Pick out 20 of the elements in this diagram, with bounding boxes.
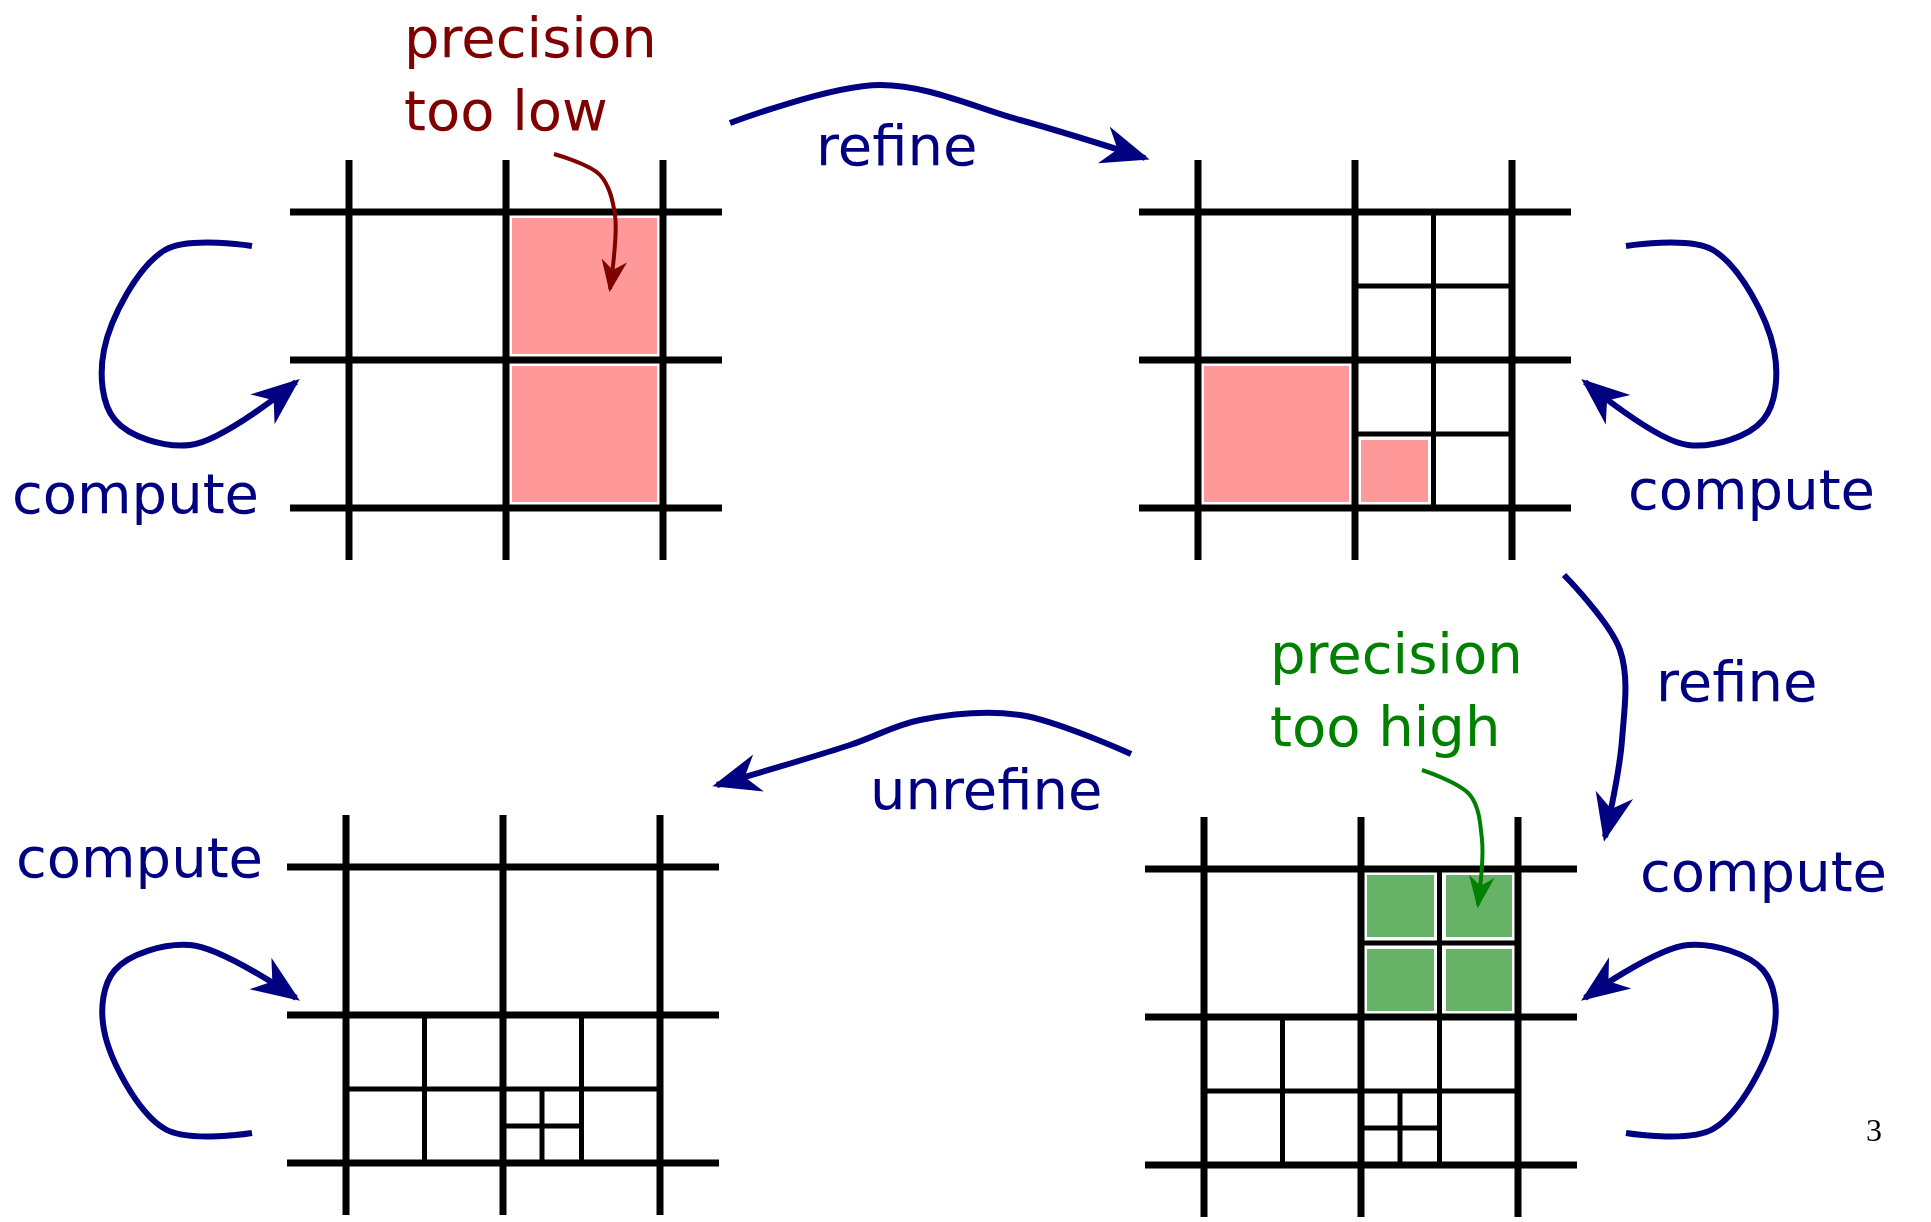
highlighted-cell — [1443, 947, 1514, 1013]
highlighted-cell — [510, 216, 659, 356]
annotation-text: precision too low — [404, 4, 658, 145]
leader-line — [553, 152, 627, 293]
page-number: 3 — [1866, 1112, 1882, 1149]
curved-arrow — [1581, 941, 1779, 1140]
leader-line — [1421, 768, 1495, 909]
highlighted-cell — [1365, 873, 1436, 939]
curved-arrow — [712, 709, 1133, 792]
highlighted-cell — [1202, 364, 1351, 504]
curved-arrow — [1581, 239, 1780, 449]
highlighted-cell — [1365, 947, 1436, 1013]
curved-arrow — [728, 82, 1150, 164]
highlighted-cell — [510, 364, 659, 504]
annotation-text: precision too high — [1270, 620, 1524, 761]
curved-arrow — [99, 941, 300, 1140]
highlighted-cell — [1443, 873, 1514, 939]
curved-arrow — [1561, 572, 1634, 842]
highlighted-cell — [1359, 438, 1430, 504]
curved-arrow — [98, 239, 300, 449]
